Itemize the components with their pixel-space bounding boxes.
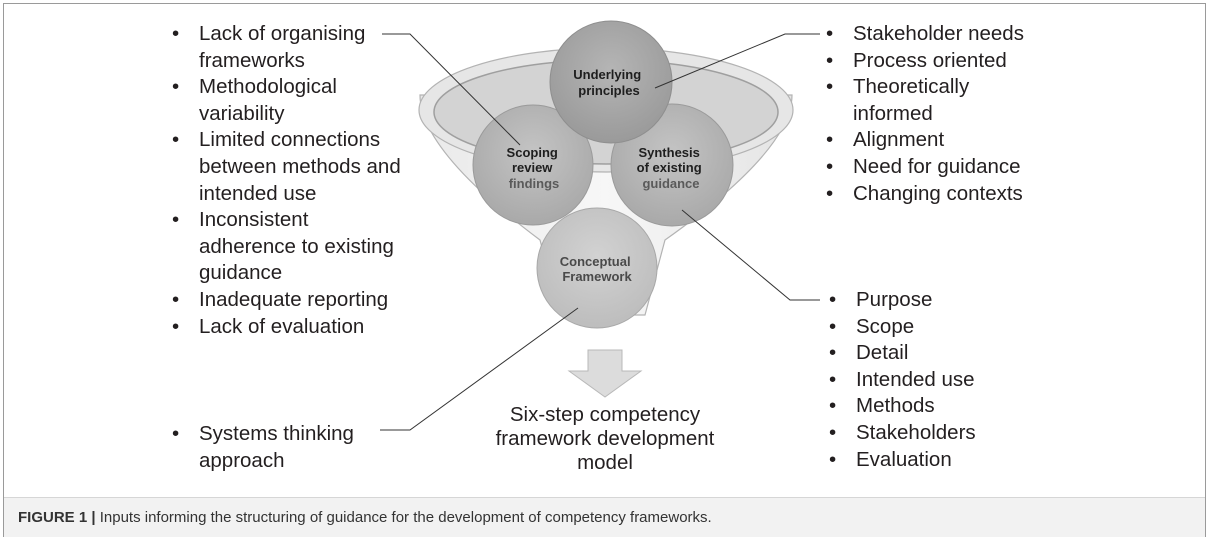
scoping-review-circle xyxy=(472,104,594,226)
list-item: Evaluation xyxy=(829,447,1049,474)
left-list: Lack of organising frameworks Methodolog… xyxy=(172,21,402,340)
list-item: Alignment xyxy=(826,127,1066,154)
output-model-text: Six-step competency framework developmen… xyxy=(495,403,715,474)
list-item: Systems thinking approach xyxy=(172,421,402,474)
down-arrow-icon xyxy=(567,349,643,398)
conceptual-framework-label: Conceptual Framework xyxy=(560,254,634,284)
caption-text: Inputs informing the structuring of guid… xyxy=(99,509,712,526)
list-item: Stakeholders xyxy=(829,420,1049,447)
list-item: Lack of organising frameworks xyxy=(172,21,402,74)
left-bottom-list: Systems thinking approach xyxy=(172,421,402,474)
figure-caption: FIGURE 1 | Inputs informing the structur… xyxy=(18,509,712,526)
connector-right-bottom xyxy=(681,209,820,301)
caption-band xyxy=(4,497,1205,537)
conceptual-framework-circle xyxy=(536,207,658,329)
list-item: Inconsistent adherence to existing guida… xyxy=(172,207,402,287)
list-item: Scope xyxy=(829,314,1049,341)
list-item: Limited connections between methods and … xyxy=(172,127,402,207)
list-item: Detail xyxy=(829,340,1049,367)
connector-right-top xyxy=(654,33,820,89)
list-item: Inadequate reporting xyxy=(172,287,402,314)
synthesis-label: Synthesis of existing guidance xyxy=(637,145,706,191)
list-item: Need for guidance xyxy=(826,154,1066,181)
list-item: Stakeholder needs xyxy=(826,21,1066,48)
right-bottom-list: Purpose Scope Detail Intended use Method… xyxy=(829,287,1049,473)
list-item: Lack of evaluation xyxy=(172,314,402,341)
list-item: Theoretically informed xyxy=(826,74,983,127)
list-item: Methods xyxy=(829,393,1049,420)
list-item: Intended use xyxy=(829,367,1049,394)
list-item: Methodological variability xyxy=(172,74,402,127)
underlying-principles-circle xyxy=(549,20,673,144)
list-item: Process oriented xyxy=(826,48,1066,75)
list-item: Purpose xyxy=(829,287,1049,314)
figure-label: FIGURE 1 | xyxy=(18,509,96,526)
list-item: Changing contexts xyxy=(826,181,1066,208)
underlying-principles-label: Underlying principles xyxy=(573,67,645,98)
right-top-list: Stakeholder needs Process oriented Theor… xyxy=(826,21,1066,207)
scoping-review-label: Scoping review findings xyxy=(507,145,562,191)
